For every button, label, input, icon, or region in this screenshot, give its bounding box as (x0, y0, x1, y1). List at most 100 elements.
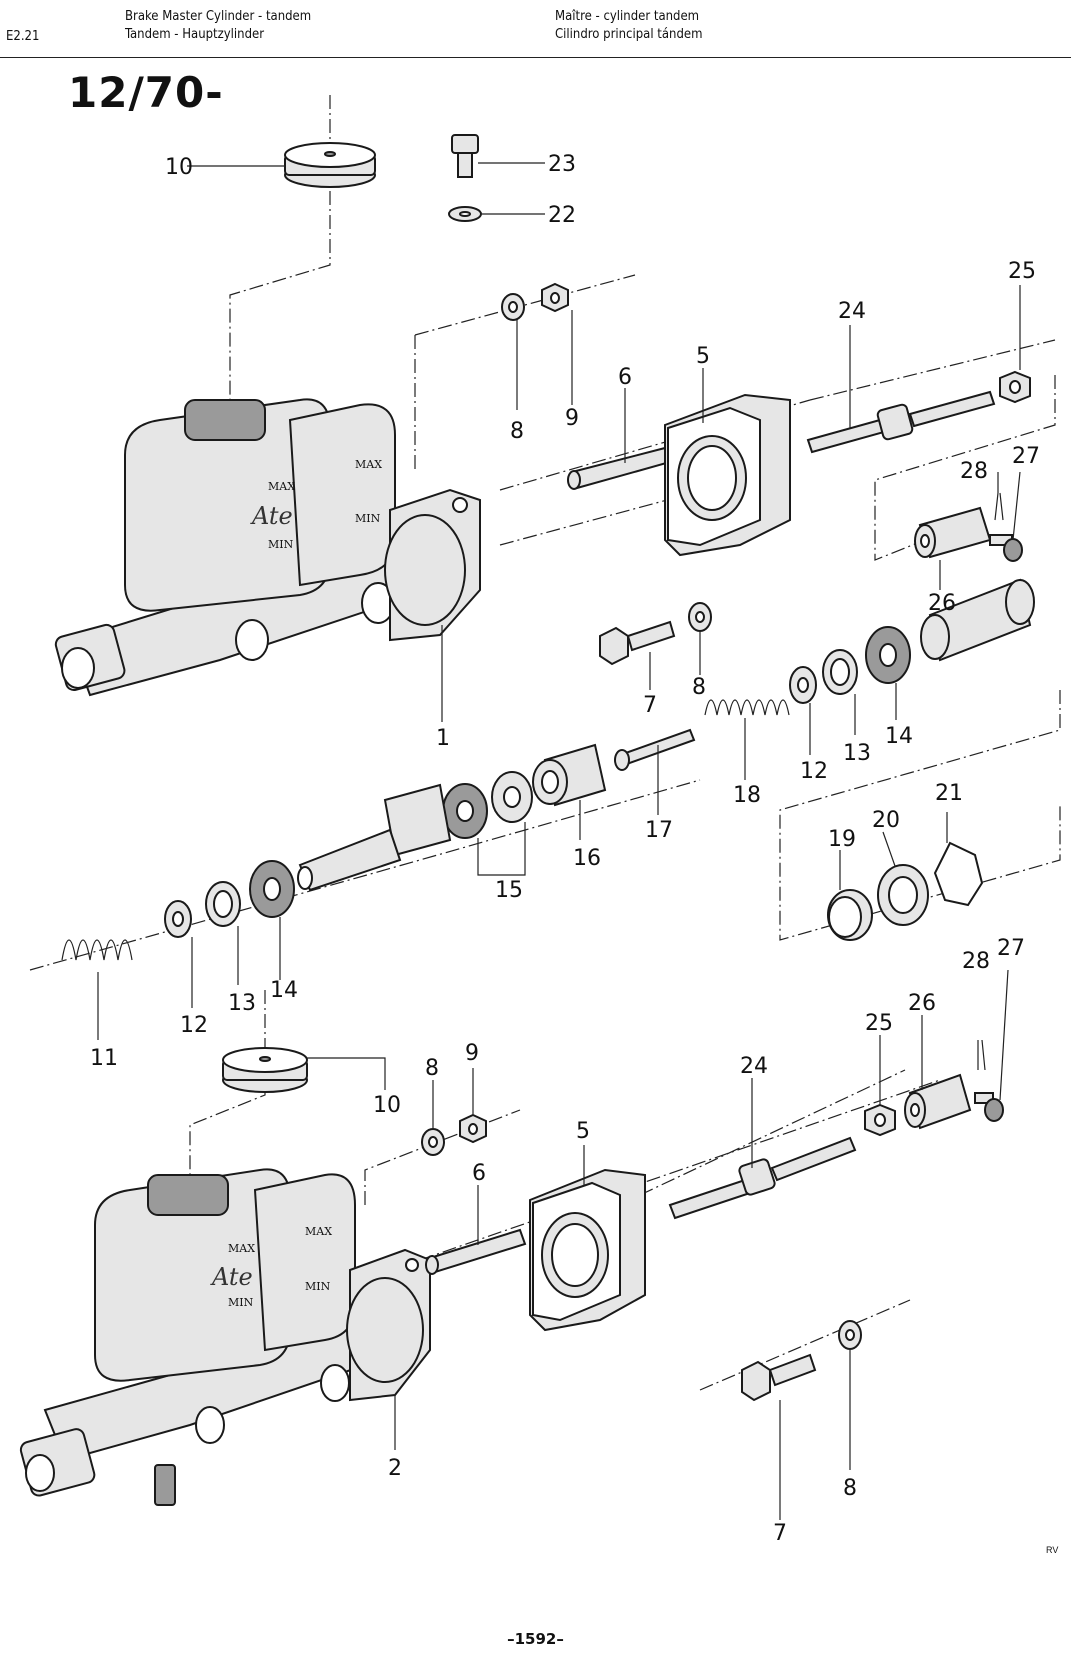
axis-line (414, 274, 636, 336)
tank-min-label-rear: MIN (355, 512, 381, 525)
tank-min-label-lower: MIN (228, 1296, 254, 1309)
cup-seal-15a (491, 771, 533, 823)
spring-washer-8-lower (421, 1128, 445, 1156)
header-title-right: Maître - cylinder tandem Cilindro princi… (555, 8, 702, 44)
piston-secondary (297, 783, 452, 892)
callout-19: 19 (828, 827, 856, 852)
callout-7-lower: 7 (773, 1521, 787, 1546)
callout-8: 8 (510, 419, 524, 444)
callout-25-lower: 25 (865, 1011, 893, 1036)
model-range: 12/70- (68, 68, 224, 117)
reservoir-cap-lower (222, 1047, 308, 1093)
tank-max-label: MAX (268, 480, 295, 493)
callout-1: 1 (436, 726, 450, 751)
callout-26: 26 (928, 591, 956, 616)
callout-16: 16 (573, 846, 601, 871)
axis-line (779, 690, 1061, 941)
title-german: Tandem - Hauptzylinder (125, 27, 265, 42)
cup-seal-14-lower (249, 860, 295, 918)
title-french: Maître - cylinder tandem (555, 9, 700, 24)
bush-19 (827, 889, 873, 941)
clevis-26-lower (904, 1073, 972, 1130)
tank-min-label-lower-rear: MIN (305, 1280, 331, 1293)
leader (1012, 471, 1021, 541)
axis-line (29, 779, 701, 971)
spring-11 (61, 939, 133, 961)
callout-28-lower: 28 (962, 949, 990, 974)
spring-seat-12-lower (164, 900, 192, 938)
callout-12: 12 (800, 759, 828, 784)
pin-27-lower (974, 1092, 1004, 1122)
axis-line (874, 375, 1056, 561)
header-title-left: Brake Master Cylinder - tandem Tandem - … (125, 8, 311, 44)
header-rule (0, 57, 1071, 58)
callout-8-lower: 8 (425, 1056, 439, 1081)
callout-17: 17 (645, 818, 673, 843)
callout-20: 20 (872, 808, 900, 833)
pin-27 (989, 534, 1023, 562)
artist-mark: RV (1046, 1545, 1059, 1555)
tank-brand-label-lower: Ate (210, 1263, 253, 1291)
callout-27: 27 (1012, 444, 1040, 469)
bolt-23 (451, 134, 479, 178)
nut-25-lower (864, 1103, 896, 1137)
axis-line (639, 1069, 906, 1196)
clip-28-lower (977, 1039, 986, 1071)
push-rod-24-lower (668, 1136, 857, 1220)
bolt-7 (599, 620, 676, 666)
washer-22 (448, 206, 482, 222)
page-number: –1592– (507, 1630, 564, 1648)
axis-line (419, 1079, 941, 1261)
spring-washer-8-mid (688, 602, 712, 632)
tank-brand-label: Ate (250, 502, 293, 530)
axis-line (809, 339, 1056, 401)
callout-23: 23 (548, 152, 576, 177)
reservoir-cap (284, 142, 376, 188)
callout-13-lower: 13 (228, 991, 256, 1016)
master-cylinder-lower (19, 1168, 431, 1506)
callout-14: 14 (885, 724, 913, 749)
nut-25 (999, 370, 1031, 404)
callout-24: 24 (838, 299, 866, 324)
callout-6: 6 (618, 365, 632, 390)
master-cylinder-upper (54, 398, 481, 697)
spring-washer-8 (501, 293, 525, 321)
callout-14-lower: 14 (270, 978, 298, 1003)
callout-12-lower: 12 (180, 1013, 208, 1038)
callout-2: 2 (388, 1456, 402, 1481)
leader (882, 831, 896, 867)
leader (307, 1057, 386, 1090)
callout-5-lower: 5 (576, 1119, 590, 1144)
washer-13-lower (205, 881, 241, 927)
section-code: E2.21 (6, 29, 40, 44)
washer-13 (822, 649, 858, 695)
spring-seat-12 (789, 666, 817, 704)
piston-primary (920, 578, 1035, 662)
bolt-7-lower (741, 1353, 817, 1402)
spring-washer-8-bottom (838, 1320, 862, 1350)
callout-9-lower: 9 (465, 1041, 479, 1066)
push-rod-24 (806, 390, 996, 454)
clevis-26 (914, 506, 992, 559)
callout-7: 7 (643, 693, 657, 718)
flange-5 (664, 393, 791, 557)
stud-6 (567, 446, 672, 490)
callout-5: 5 (696, 344, 710, 369)
title-english: Brake Master Cylinder - tandem (125, 9, 312, 24)
washer-20 (877, 864, 929, 926)
axis-line (699, 1299, 911, 1391)
axis-line (229, 95, 331, 410)
nut-9-lower (459, 1113, 487, 1144)
leader (999, 969, 1009, 1101)
callout-10: 10 (165, 155, 193, 180)
tank-max-label-lower: MAX (228, 1242, 255, 1255)
callout-8-mid: 8 (692, 675, 706, 700)
axis-line (189, 990, 266, 1220)
flange-5-lower (529, 1168, 646, 1332)
callout-28: 28 (960, 459, 988, 484)
callout-6-lower: 6 (472, 1161, 486, 1186)
nut-9 (541, 282, 569, 313)
tank-min-label: MIN (268, 538, 294, 551)
callout-18: 18 (733, 783, 761, 808)
